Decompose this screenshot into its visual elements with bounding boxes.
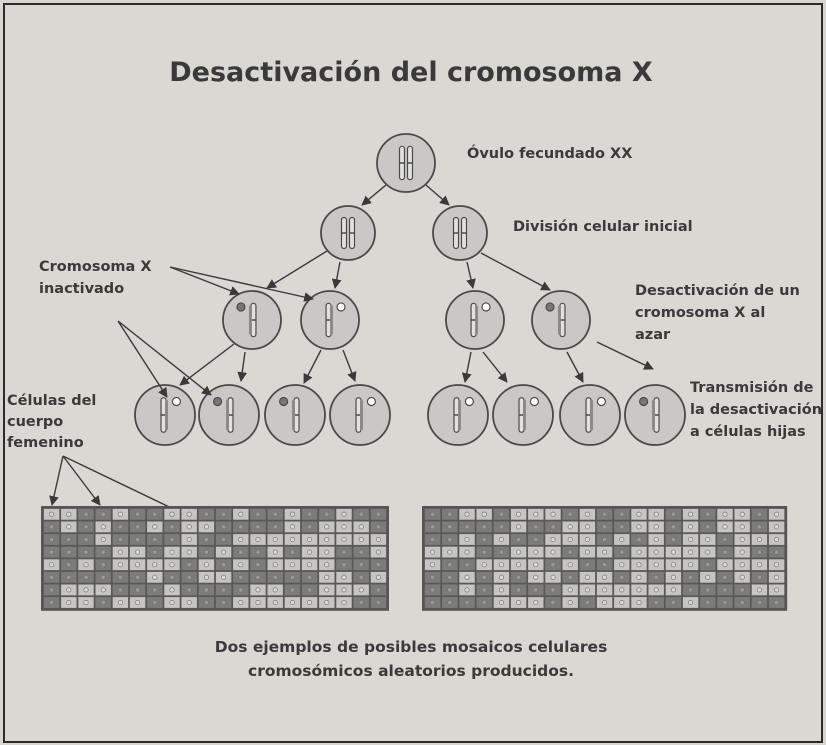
label-body-cells-line2: cuerpo [7, 414, 63, 430]
deactivation-cell-2 [300, 290, 360, 350]
inactivated-x-body [529, 396, 540, 407]
caption-line1: Dos ejemplos de posibles mosaicos celula… [215, 638, 608, 656]
division-cell-right [432, 205, 488, 261]
daughter-cell-2 [198, 384, 260, 446]
label-deactivation-line1: Desactivación de un [635, 283, 800, 299]
inactivated-x-body [366, 396, 376, 407]
arrow [482, 351, 508, 383]
inactivated-x-body [638, 396, 649, 407]
label-transmission-line1: Transmisión de [690, 380, 814, 396]
inactivated-x-body [336, 302, 346, 312]
label-body-cells-line3: femenino [7, 435, 84, 451]
label-deactivation-line2: cromosoma X al [635, 305, 765, 321]
inactivated-x-body [464, 396, 474, 407]
caption-line2: cromosómicos aleatorios producidos. [248, 662, 574, 680]
arrows-layer [49, 184, 654, 528]
arrow-inactivated-4 [117, 320, 212, 396]
daughter-cell-5 [427, 384, 489, 446]
arrow-inactivated-2 [169, 266, 314, 302]
arrow-div-right-2 [480, 252, 551, 291]
arrow-body-1 [49, 455, 64, 506]
diagram-title: Desactivación del cromosoma X [169, 57, 653, 88]
inactivated-x-body [171, 396, 181, 407]
arrow [342, 349, 357, 382]
arrow [461, 351, 472, 383]
x-inactivation-diagram: Desactivación del cromosoma X Óvulo fecu… [7, 57, 822, 680]
label-transmission-line3: a células hijas [690, 424, 806, 440]
arrow-egg-left [361, 184, 387, 206]
daughter-cell-4 [329, 384, 391, 446]
daughter-cell-3 [264, 384, 326, 446]
inactivated-x-body [596, 396, 607, 407]
arrow [179, 343, 235, 386]
inactivated-x-body [279, 396, 289, 407]
daughter-cell-1 [134, 384, 196, 446]
label-transmission-line2: la desactivación [690, 402, 821, 418]
arrow-div-right-1 [466, 261, 476, 289]
inactivated-x-body [236, 302, 246, 312]
arrow-div-left-1 [266, 250, 328, 289]
arrow [303, 349, 322, 384]
deactivation-cell-3 [445, 290, 505, 350]
arrow-body-2 [62, 455, 101, 506]
daughter-cell-8 [624, 384, 686, 446]
daughter-cell-7 [559, 384, 621, 446]
mosaic-grid-left [41, 506, 389, 611]
fertilized-egg-cell [376, 133, 436, 193]
label-inactivated-line1: Cromosoma X [39, 259, 152, 275]
arrow-inactivated-3 [117, 320, 168, 398]
arrow [566, 351, 584, 383]
arrow [596, 341, 654, 370]
division-cell-left [320, 205, 376, 261]
deactivation-cell-1 [222, 290, 282, 350]
diagram-frame: Desactivación del cromosoma X Óvulo fecu… [3, 3, 823, 743]
arrow [237, 351, 248, 382]
label-initial-division: División celular inicial [513, 219, 693, 235]
arrow-div-left-2 [331, 261, 342, 289]
label-fertilized-egg: Óvulo fecundado XX [467, 144, 632, 162]
inactivated-x-body [213, 396, 223, 407]
label-inactivated-line2: inactivado [39, 281, 124, 297]
inactivated-x-body [481, 302, 491, 312]
mosaic-grid-right [422, 506, 788, 611]
deactivation-cell-4 [531, 290, 591, 350]
arrow-egg-right [425, 184, 450, 206]
arrow-inactivated-1 [169, 266, 240, 296]
daughter-cell-6 [492, 384, 554, 446]
label-body-cells-line1: Células del [7, 393, 96, 409]
cells-layer [134, 133, 686, 446]
inactivated-x-body [545, 302, 555, 312]
label-deactivation-line3: azar [635, 327, 671, 343]
